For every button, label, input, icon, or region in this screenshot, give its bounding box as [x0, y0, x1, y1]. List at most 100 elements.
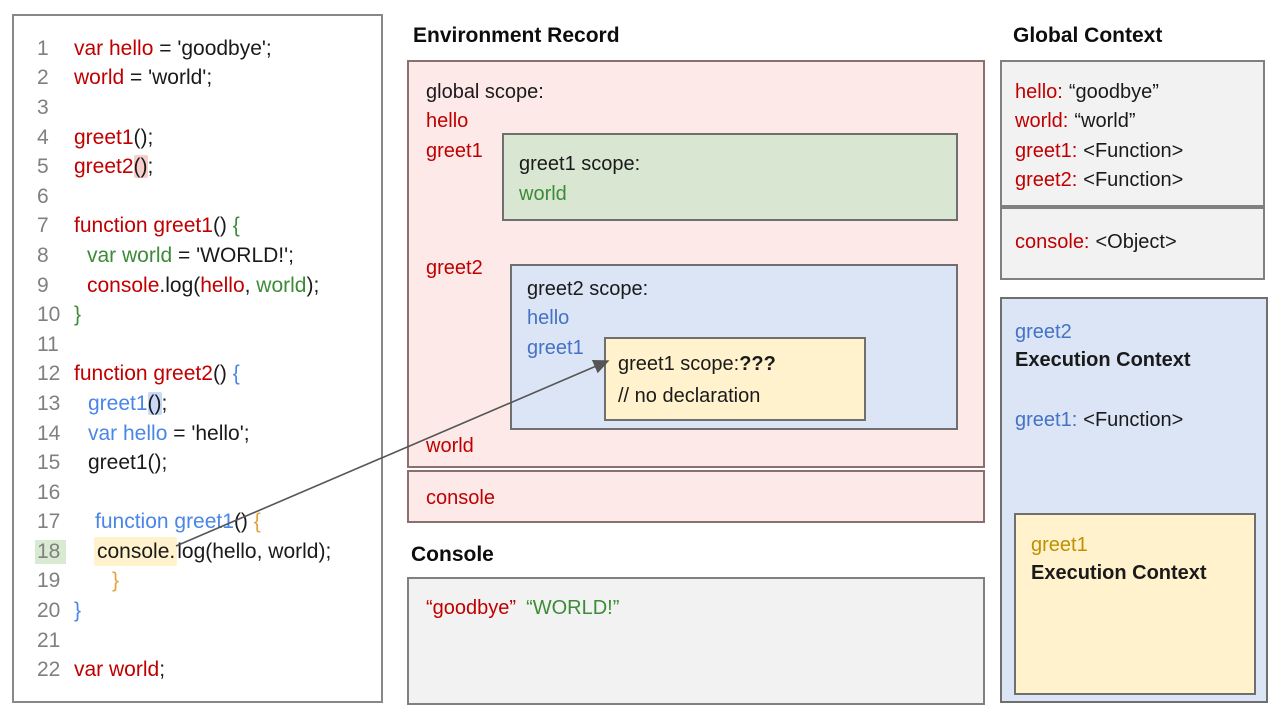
global-var-hello: hello	[426, 110, 469, 132]
line-number: 11	[37, 332, 59, 356]
line-number: 22	[37, 658, 61, 682]
code-token: function greet1	[74, 214, 213, 238]
line-number: 18	[35, 539, 66, 564]
code-text: var world;	[74, 658, 165, 682]
greet2-execution-context-box: greet2 Execution Context greet1:<Functio…	[1000, 297, 1268, 703]
code-token: function greet1	[95, 510, 234, 534]
code-token: ()	[212, 362, 233, 386]
code-line: 15 greet1();	[14, 448, 381, 478]
code-token: = 'goodbye';	[153, 36, 272, 60]
line-number: 7	[37, 214, 49, 238]
code-token: console.	[94, 536, 178, 566]
code-token: function greet2	[74, 362, 213, 386]
line-number: 8	[37, 243, 49, 267]
inner-greet1-scope-text: greet1 scope:	[618, 353, 740, 375]
code-line: 6	[14, 182, 381, 212]
code-text: }	[74, 599, 81, 623]
global-var-console: console	[426, 487, 495, 509]
line-number: 14	[37, 421, 61, 445]
code-token: }	[74, 599, 82, 623]
code-token: var hello	[74, 36, 154, 60]
code-text: console.log(hello, world);	[87, 274, 319, 298]
console-output-world: “WORLD!”	[526, 597, 620, 619]
code-token: ;	[161, 391, 168, 415]
line-number: 4	[37, 125, 49, 149]
code-token: greet1	[74, 125, 134, 149]
code-token: ()	[212, 214, 233, 238]
line-number: 10	[37, 303, 61, 327]
inner-greet1-scope-label: greet1 scope:???	[618, 351, 776, 377]
code-text: greet2();	[74, 155, 153, 179]
line-number: 1	[37, 36, 49, 60]
code-token: greet2	[74, 155, 134, 179]
code-line: 16	[14, 478, 381, 508]
gc-row-console-value: <Object>	[1095, 231, 1177, 253]
code-line: 5 greet2();	[14, 152, 381, 182]
code-token: world	[74, 66, 125, 90]
gc-row-greet1: greet1:<Function>	[1015, 138, 1183, 164]
code-token: ;	[147, 155, 154, 179]
code-token: {	[253, 510, 261, 534]
gc-row-console: console:<Object>	[1015, 229, 1177, 255]
code-line: 1 var hello = 'goodbye';	[14, 34, 381, 64]
code-text: console.log(hello, world);	[94, 536, 332, 566]
code-text: function greet2() {	[74, 362, 240, 386]
code-line: 20}	[14, 596, 381, 626]
global-var-world: world	[426, 435, 474, 457]
greet1-execution-context-box: greet1 Execution Context	[1014, 513, 1256, 695]
code-line: 19}	[14, 567, 381, 597]
line-number: 2	[37, 66, 49, 90]
console-heading: Console	[411, 543, 494, 566]
gc-row-hello-value: “goodbye”	[1068, 81, 1159, 103]
line-number: 15	[37, 451, 61, 475]
code-text: greet1();	[74, 126, 153, 150]
code-line: 7 function greet1() {	[14, 212, 381, 242]
code-token: greet1	[88, 391, 148, 415]
code-token: {	[232, 214, 240, 238]
global-context-vars-box: hello:“goodbye” world:“world” greet1:<Fu…	[1000, 60, 1265, 207]
gc-row-world-key: world:	[1015, 110, 1069, 132]
greet1-ec-name: greet1	[1031, 534, 1088, 556]
global-scope-label: global scope:	[426, 81, 544, 103]
gc-row-world: world:“world”	[1015, 108, 1135, 134]
line-number: 21	[37, 628, 61, 652]
inner-greet1-scope-unknown: ???	[739, 353, 776, 375]
code-token: .log(	[159, 273, 201, 297]
code-token: }	[74, 303, 82, 327]
environment-record-heading: Environment Record	[413, 24, 620, 47]
code-text: greet1();	[88, 451, 167, 475]
global-context-heading: Global Context	[1013, 24, 1163, 47]
greet2-ec-row-value: <Function>	[1083, 409, 1184, 431]
gc-row-greet1-key: greet1:	[1015, 140, 1078, 162]
code-line: 18 console.log(hello, world);	[14, 536, 381, 567]
code-text: greet1();	[88, 391, 168, 416]
code-token: ()	[233, 510, 254, 534]
global-context-console-box: console:<Object>	[1000, 207, 1265, 280]
code-token: hello	[200, 273, 245, 297]
code-line: 11	[14, 330, 381, 360]
code-token: }	[112, 569, 120, 593]
greet1-scope-var-world: world	[519, 183, 567, 205]
code-line: 10}	[14, 300, 381, 330]
code-token: var world	[74, 658, 160, 682]
code-token: ()	[133, 155, 148, 179]
line-number: 5	[37, 155, 49, 179]
global-var-greet2: greet2	[426, 257, 483, 279]
code-token: ,	[244, 273, 257, 297]
code-token: greet1();	[88, 451, 168, 475]
gc-row-greet2-key: greet2:	[1015, 169, 1078, 191]
code-line: 3	[14, 93, 381, 123]
code-line: 21	[14, 626, 381, 656]
greet1-ec-title: Execution Context	[1031, 562, 1207, 584]
gc-row-console-key: console:	[1015, 231, 1090, 253]
global-scope-box: global scope: hello greet1 greet2 world …	[407, 60, 985, 468]
gc-row-hello-key: hello:	[1015, 81, 1063, 103]
line-number: 9	[37, 273, 49, 297]
code-token: log(hello, world);	[177, 539, 332, 563]
code-text: function greet1() {	[74, 214, 240, 238]
